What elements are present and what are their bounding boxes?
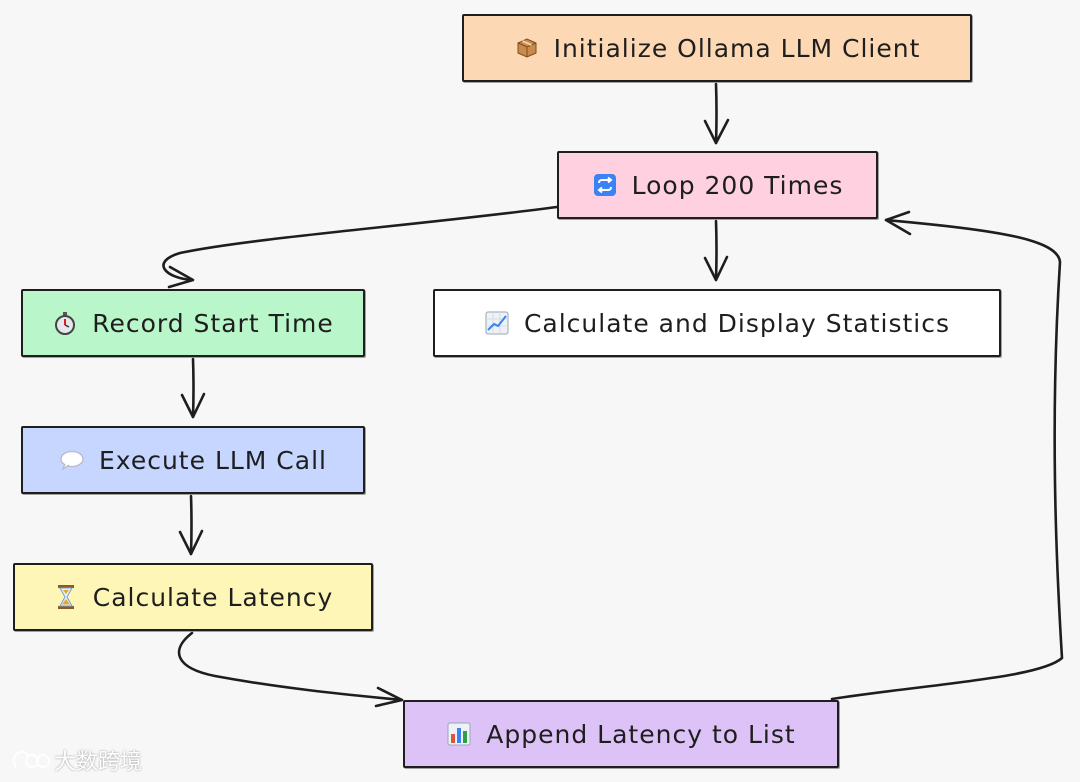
arrowhead-loop-to-start [167, 265, 195, 289]
node-label: Initialize Ollama LLM Client [553, 33, 921, 63]
arrowhead-loop-to-stats [703, 255, 729, 282]
chart-increasing-icon [484, 310, 510, 336]
edge-init-to-loop [714, 82, 718, 145]
edge-loop-to-start [162, 205, 559, 282]
node-record-start-time[interactable]: Record Start Time [21, 289, 365, 357]
edge-exec-to-latency [189, 494, 193, 556]
edge-loop-to-stats [714, 219, 718, 282]
node-label: Execute LLM Call [99, 445, 327, 475]
node-label: Calculate Latency [92, 582, 334, 612]
node-label: Loop 200 Times [631, 170, 844, 200]
hourglass-icon [53, 584, 79, 610]
edge-latency-to-append [177, 631, 404, 702]
node-append-latency[interactable]: Append Latency to List [403, 700, 839, 768]
stopwatch-icon [52, 310, 78, 336]
arrowhead-exec-to-latency [178, 529, 204, 556]
watermark: 大数跨境 [10, 744, 142, 776]
repeat-icon [592, 172, 618, 198]
edge-start-to-exec [191, 357, 195, 419]
node-label: Append Latency to List [486, 719, 796, 749]
node-calculate-latency[interactable]: Calculate Latency [13, 563, 373, 631]
speech-bubble-icon [59, 447, 85, 473]
arrowhead-init-to-loop [703, 118, 730, 145]
node-execute-llm-call[interactable]: Execute LLM Call [21, 426, 365, 494]
node-label: Record Start Time [92, 308, 334, 338]
node-label: Calculate and Display Statistics [523, 308, 951, 338]
watermark-logo-icon [12, 750, 50, 769]
node-calculate-display-statistics[interactable]: Calculate and Display Statistics [433, 289, 1001, 357]
bar-chart-icon [446, 721, 472, 747]
node-loop[interactable]: Loop 200 Times [557, 151, 878, 219]
watermark-text: 大数跨境 [54, 750, 143, 775]
node-initialize-client[interactable]: Initialize Ollama LLM Client [462, 14, 972, 82]
package-icon [514, 35, 540, 61]
arrowhead-append-to-loop [884, 210, 912, 236]
arrowhead-latency-to-append [374, 686, 404, 708]
edge-append-to-loop [830, 218, 1064, 701]
arrowhead-start-to-exec [180, 392, 206, 419]
